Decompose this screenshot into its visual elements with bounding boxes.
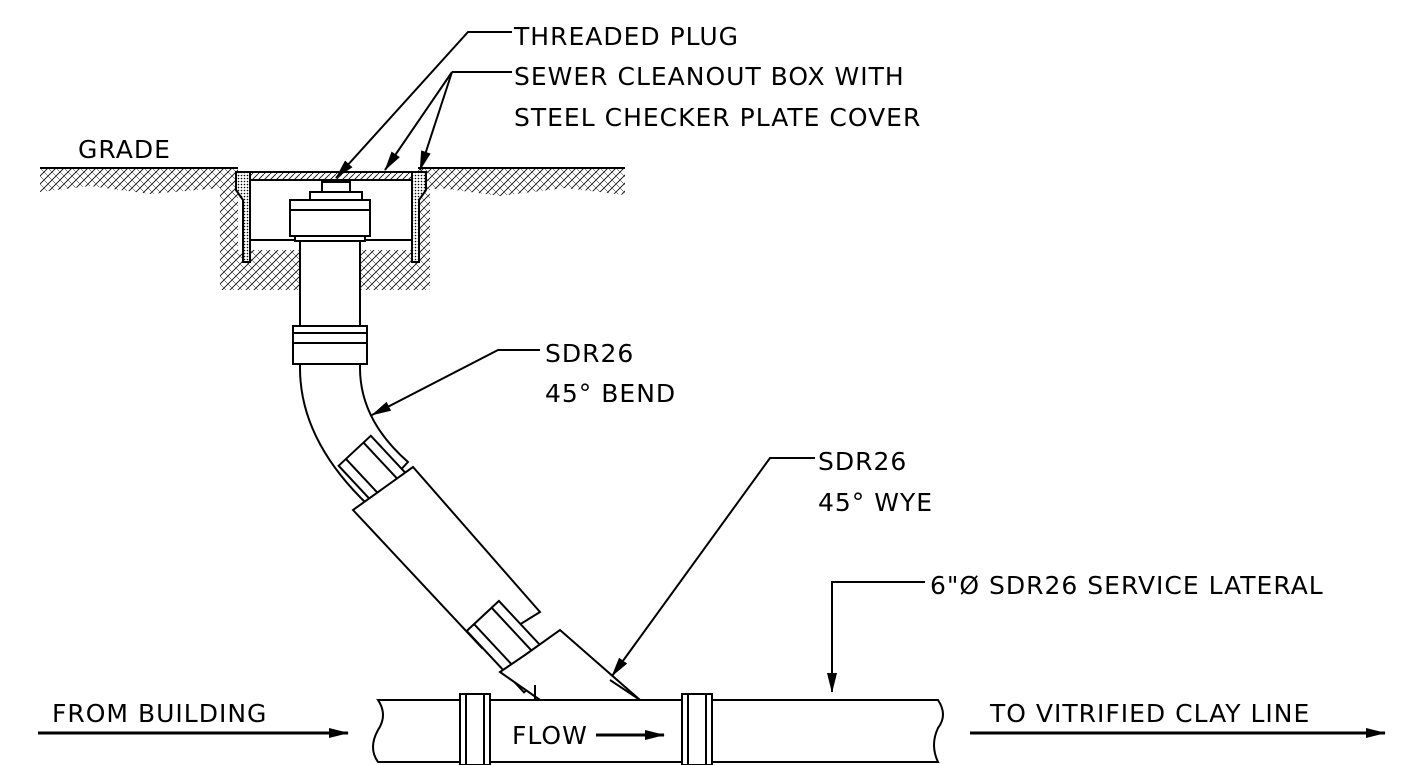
plug-nut [309,191,363,201]
box-wall-left [235,171,251,263]
wye-label-2: 45° WYE [818,488,933,517]
wye-branch [351,465,643,701]
riser-body [299,240,361,327]
annotations: THREADED PLUG SEWER CLEANOUT BOX WITH ST… [38,22,1386,750]
bend-label-1: SDR26 [545,339,634,368]
riser-pipe [289,181,371,365]
diagonal-pipe [351,465,542,650]
main-coupling-right [681,693,713,765]
wye-label-1: SDR26 [818,447,907,476]
cleanout-box-label-1: SEWER CLEANOUT BOX WITH [514,62,905,91]
from-building-label: FROM BUILDING [52,699,267,728]
main-pipe [372,699,944,763]
cleanout-box [235,171,427,263]
service-lateral-leader [827,581,925,693]
threaded-plug-label: THREADED PLUG [513,22,739,51]
wye-leader [611,457,815,677]
grade-label: GRADE [78,135,171,164]
to-clay-line-label: TO VITRIFIED CLAY LINE [989,699,1310,728]
bend-label-2: 45° BEND [545,379,676,408]
threaded-plug [321,181,351,193]
wye-seam [534,679,641,701]
bend-leader [371,349,540,416]
checker-plate-cover [245,171,417,181]
cleanout-box-label-2: STEEL CHECKER PLATE COVER [514,103,921,132]
threaded-plug-leader [335,31,512,179]
main-coupling-left [459,693,491,765]
main-line [372,679,944,765]
riser-lower-coupling [292,325,368,365]
service-lateral-label: 6"Ø SDR26 SERVICE LATERAL [930,571,1324,600]
box-wall-right [411,171,427,263]
flow-label: FLOW [512,721,588,750]
cleanout-adapter [289,199,371,237]
